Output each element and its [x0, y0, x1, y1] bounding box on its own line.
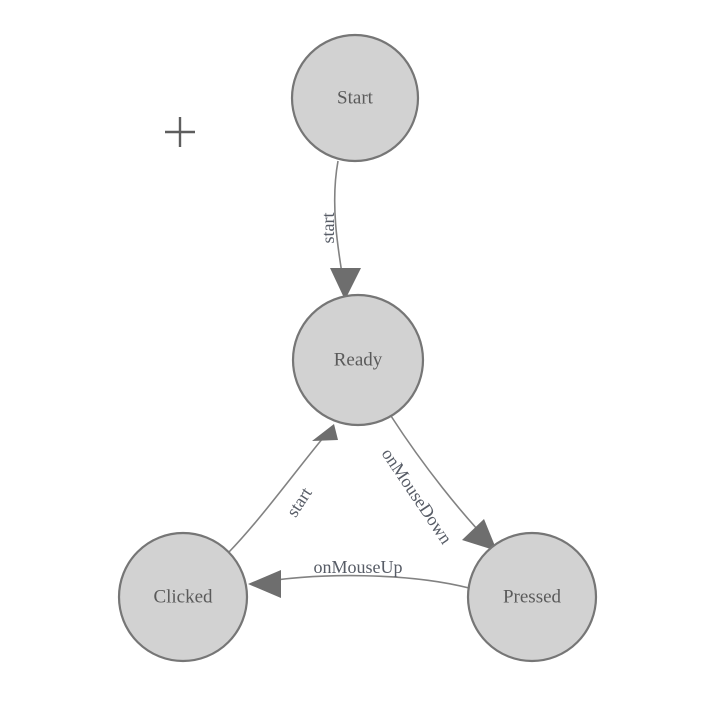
edge-path-pressed-to-clicked [255, 574, 470, 589]
node-ready[interactable]: Ready [291, 293, 425, 427]
node-circle-start[interactable] [290, 33, 420, 163]
node-circle-clicked[interactable] [117, 531, 249, 663]
arrowhead-ready-to-pressed [462, 519, 497, 551]
node-label-ready: Ready [334, 350, 383, 371]
edge-path-clicked-to-ready [228, 431, 329, 553]
edge-clicked-to-ready[interactable]: start [228, 424, 338, 553]
arrowhead-clicked-to-ready [312, 424, 338, 441]
edge-label-clicked-to-ready: start [282, 484, 316, 521]
node-circle-ready[interactable] [291, 293, 425, 427]
edge-pressed-to-clicked[interactable]: onMouseUp [248, 557, 470, 598]
node-label-clicked: Clicked [153, 587, 213, 608]
edge-ready-to-pressed[interactable]: onMouseDown [378, 415, 497, 551]
node-pressed[interactable]: Pressed [466, 531, 598, 663]
edge-label-pressed-to-clicked: onMouseUp [314, 557, 403, 577]
node-clicked[interactable]: Clicked [117, 531, 249, 663]
node-label-start: Start [337, 88, 374, 109]
node-label-pressed: Pressed [503, 587, 562, 608]
edge-start-to-ready[interactable]: start [318, 160, 361, 300]
nodes-layer: Start Ready Clicked Pressed [117, 33, 598, 663]
crosshair-marker-icon [165, 117, 195, 147]
arrowhead-start-to-ready [330, 268, 361, 300]
node-start[interactable]: Start [290, 33, 420, 163]
arrowhead-pressed-to-clicked [248, 570, 281, 598]
edge-label-ready-to-pressed: onMouseDown [378, 444, 457, 547]
edge-label-start-to-ready: start [318, 213, 338, 244]
node-circle-pressed[interactable] [466, 531, 598, 663]
